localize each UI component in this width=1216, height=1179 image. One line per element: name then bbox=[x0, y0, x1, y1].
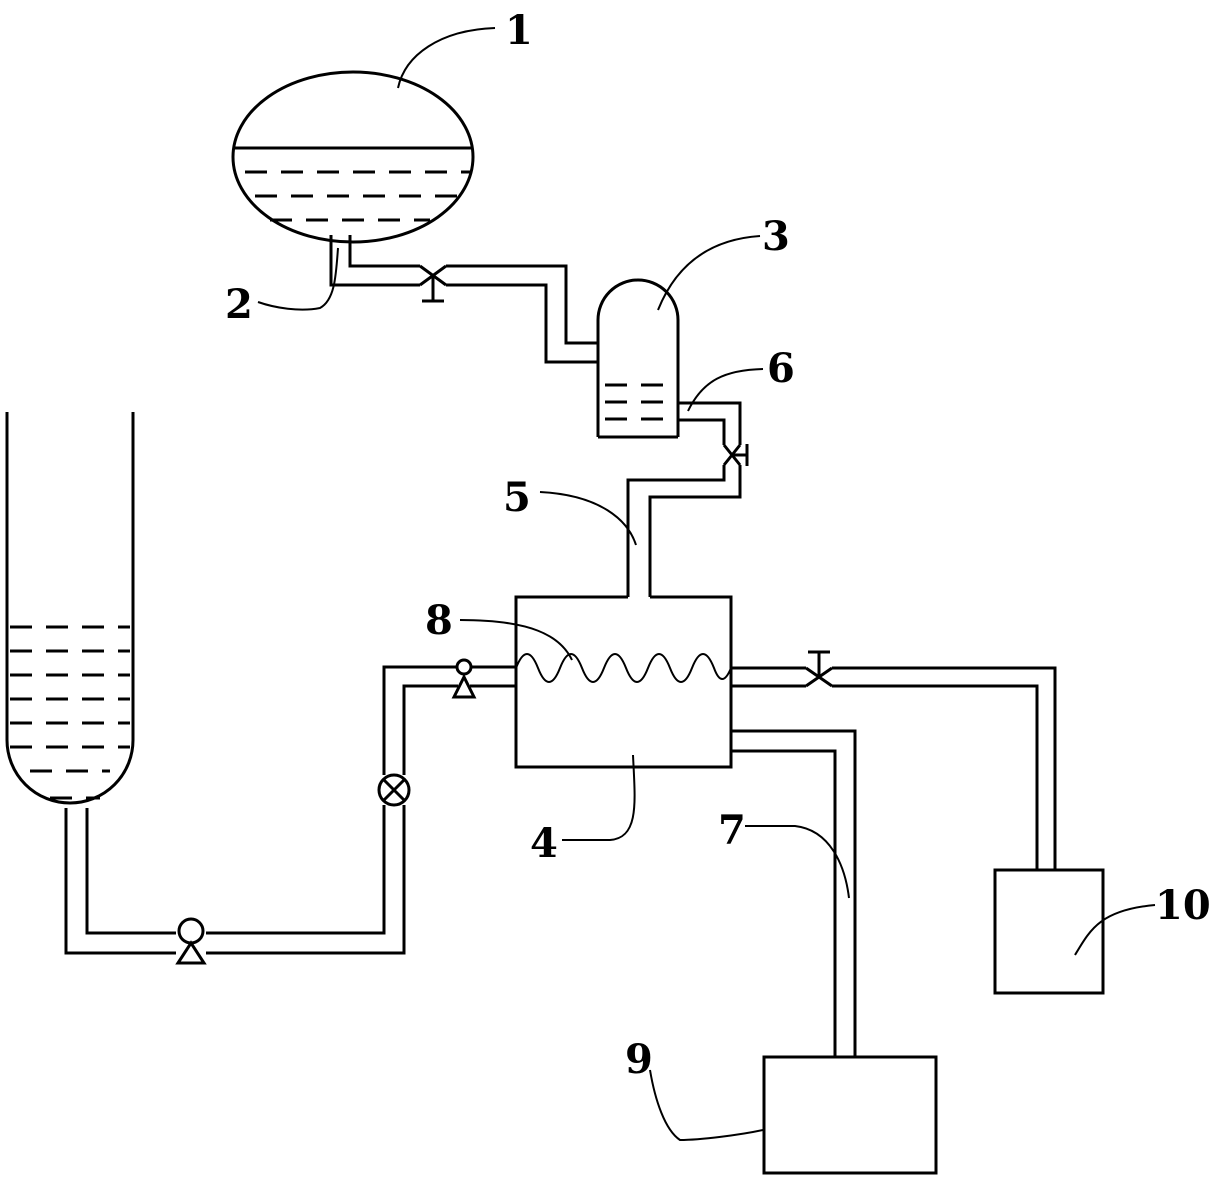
pipe-5 bbox=[626, 465, 742, 597]
label-4: 4 bbox=[530, 820, 558, 867]
leader-lines bbox=[257, 27, 1156, 1142]
label-9: 9 bbox=[625, 1036, 653, 1083]
feed-pipe-to-vessel-3 bbox=[446, 264, 598, 364]
gate-valve-icon bbox=[805, 650, 833, 688]
flow-meter-icon bbox=[377, 773, 411, 807]
receiver-10 bbox=[993, 868, 1105, 995]
label-6: 6 bbox=[767, 345, 795, 392]
pump-icon bbox=[175, 917, 207, 965]
heating-coil-icon bbox=[515, 653, 732, 683]
label-1: 1 bbox=[505, 7, 533, 54]
label-3: 3 bbox=[762, 213, 790, 260]
gate-valve-icon bbox=[722, 444, 749, 466]
pipe-6 bbox=[678, 401, 742, 445]
exchanger-4 bbox=[514, 595, 733, 769]
label-10: 10 bbox=[1155, 882, 1211, 929]
pipe-7 bbox=[731, 729, 857, 1057]
label-7: 7 bbox=[718, 807, 746, 854]
source-tank bbox=[5, 412, 135, 805]
check-valve-icon bbox=[451, 658, 477, 699]
gate-valve-icon bbox=[419, 264, 447, 303]
feed-line bbox=[64, 665, 516, 955]
tank-1 bbox=[231, 70, 475, 244]
outlet-pipe-2 bbox=[329, 235, 420, 287]
vessel-3 bbox=[596, 278, 680, 439]
label-8: 8 bbox=[425, 597, 453, 644]
outlet-to-10 bbox=[731, 666, 1057, 870]
receiver-9 bbox=[762, 1055, 938, 1175]
label-5: 5 bbox=[503, 474, 531, 521]
label-2: 2 bbox=[225, 281, 253, 328]
